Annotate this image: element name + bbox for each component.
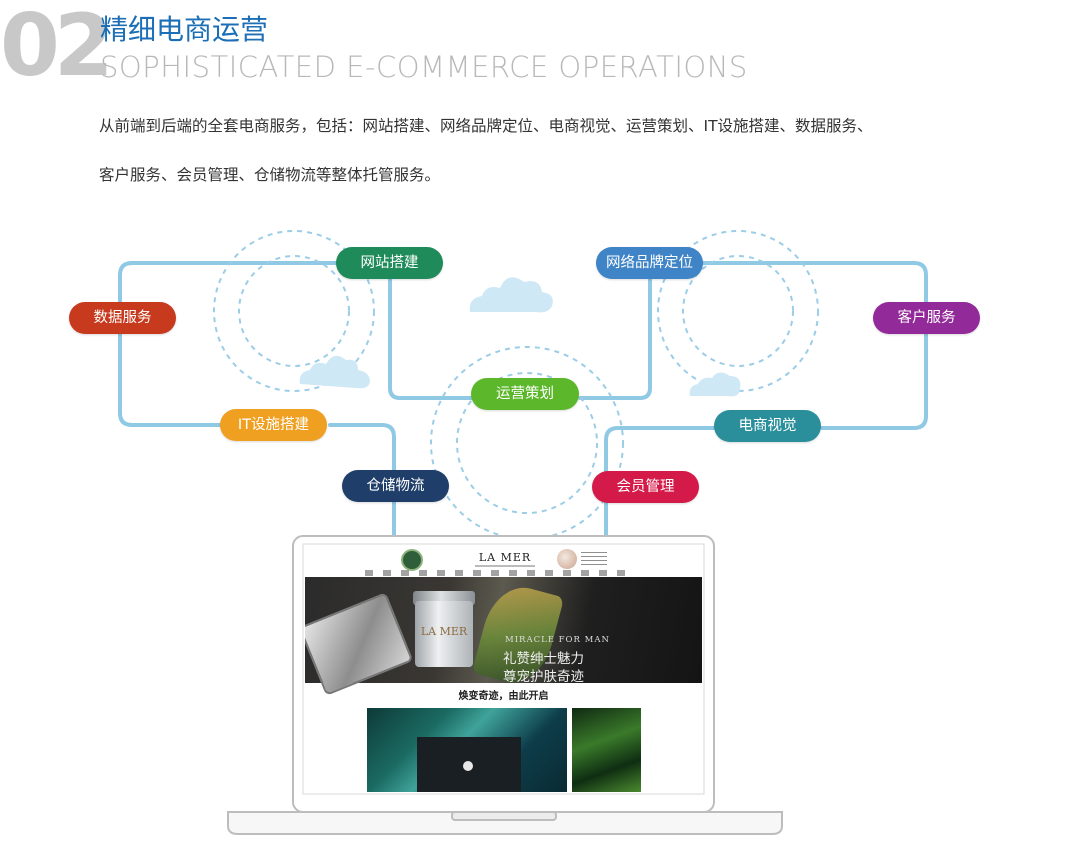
service-pill-operations[interactable]: 运营策划: [471, 378, 579, 410]
dashed-circle-left-inner: [238, 255, 350, 367]
site-nav-bar: [365, 570, 625, 576]
banner-title-en: MIRACLE FOR MAN: [505, 635, 610, 645]
dashed-circle-center-outer: [430, 346, 624, 540]
service-pill-website[interactable]: 网站搭建: [336, 247, 443, 279]
section-heading: 焕变奇迹，由此开启: [458, 691, 549, 702]
service-label: IT设施搭建: [237, 417, 310, 433]
service-label: 网站搭建: [360, 255, 419, 271]
store-badge-icon: [401, 549, 423, 571]
tray-image: [305, 592, 414, 696]
service-pill-logistics[interactable]: 仓储物流: [342, 470, 449, 502]
site-header: LA MER: [305, 546, 702, 576]
section-title-cn: 精细电商运营: [100, 13, 269, 46]
section-title-en: SOPHISTICATED E-COMMERCE OPERATIONS: [100, 50, 748, 84]
product-image: [572, 708, 641, 792]
laptop-notch: [451, 811, 557, 821]
hero-banner: LA MER MIRACLE FOR MAN 礼赞绅士魅力 尊宠护肤奇迹: [305, 577, 702, 696]
banner-title-cn-2: 尊宠护肤奇迹: [503, 669, 584, 685]
promo-text-lines: [581, 552, 607, 566]
service-pill-it[interactable]: IT设施搭建: [220, 409, 327, 441]
cloud-icon: [469, 277, 553, 313]
service-label: 会员管理: [616, 479, 675, 495]
clouds: [299, 277, 741, 397]
service-label: 运营策划: [496, 386, 554, 402]
service-pill-visual[interactable]: 电商视觉: [714, 410, 821, 442]
promo-product-icon: [557, 549, 577, 569]
description-line-2: 客户服务、会员管理、仓储物流等整体托管服务。: [99, 166, 441, 184]
service-label: 电商视觉: [738, 418, 797, 434]
jar-label: LA MER: [420, 625, 468, 638]
play-icon[interactable]: [463, 761, 473, 771]
connector-website-operations: [388, 276, 474, 400]
cloud-icon: [689, 372, 741, 397]
connector-it-logistics: [328, 423, 396, 542]
dashed-circle-right-inner: [682, 255, 794, 367]
brand-logo: LA MER: [478, 551, 532, 564]
brand-subtitle-bar: [475, 565, 535, 567]
description-line-1: 从前端到后端的全套电商服务，包括：网站搭建、网络品牌定位、电商视觉、运营策划、I…: [99, 117, 873, 135]
laptop-base: [227, 811, 783, 835]
banner-title-cn-1: 礼赞绅士魅力: [503, 651, 584, 667]
service-label: 数据服务: [93, 310, 152, 326]
service-label: 仓储物流: [366, 478, 425, 494]
connector-website-data-it: [118, 261, 342, 427]
dashed-circle-center-inner: [456, 372, 598, 514]
connector-visual-member: [604, 426, 716, 542]
service-pill-data[interactable]: 数据服务: [69, 302, 176, 334]
connector-operations-brand: [578, 276, 652, 400]
jar-image: [415, 601, 473, 667]
dashed-circles: [213, 230, 819, 540]
service-pill-customer[interactable]: 客户服务: [873, 302, 980, 334]
connector-brand-customer-visual: [698, 261, 928, 430]
service-pill-member[interactable]: 会员管理: [592, 471, 699, 503]
section-number: 02: [0, 0, 114, 96]
dashed-circle-right-outer: [657, 230, 819, 392]
connector-lines: [118, 261, 928, 542]
laptop-screen: LA MER LA MER MIRACLE FOR MAN 礼赞绅士魅力 尊宠护…: [305, 546, 702, 792]
laptop-screen-frame: [302, 543, 705, 795]
service-pill-brand[interactable]: 网络品牌定位: [596, 247, 703, 279]
service-label: 网络品牌定位: [606, 255, 693, 271]
dashed-circle-left-outer: [213, 230, 375, 392]
cloud-icon: [299, 355, 370, 389]
service-label: 客户服务: [897, 310, 956, 326]
